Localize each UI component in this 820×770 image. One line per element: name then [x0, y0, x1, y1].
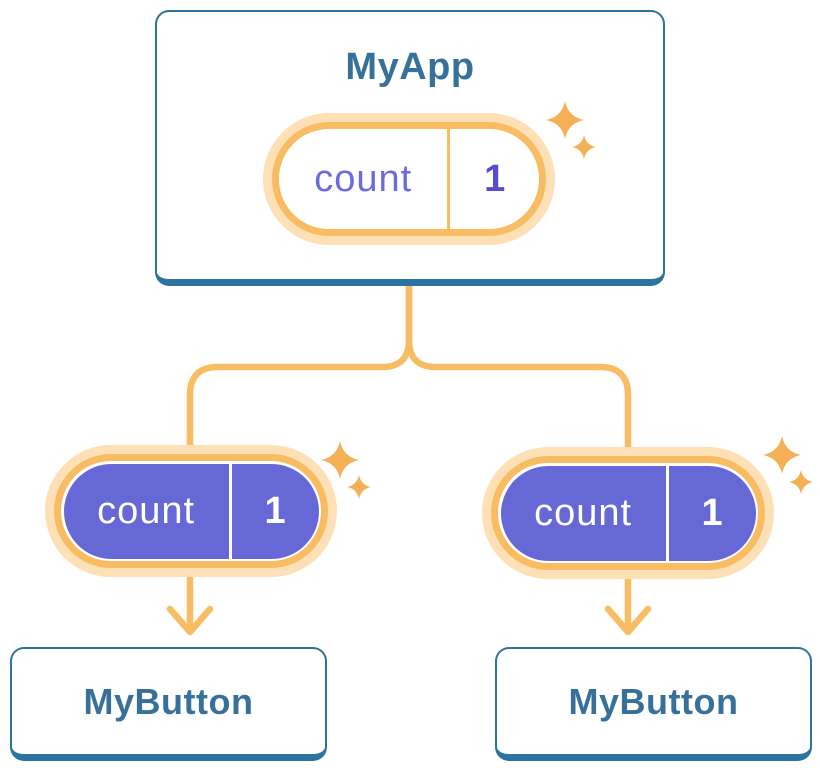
sparkle-icon	[546, 101, 596, 159]
pill-body: count 1	[498, 463, 758, 563]
pill-divider	[447, 129, 451, 229]
arrow-down-icon	[166, 605, 214, 636]
component-title: MyButton	[83, 680, 254, 722]
state-key-label: count	[97, 489, 196, 532]
component-title: MyButton	[568, 680, 739, 722]
pill-ring: count 1	[491, 456, 765, 570]
state-key-label: count	[534, 491, 633, 534]
sparkle-icon	[321, 441, 371, 499]
state-value-label: 1	[701, 491, 723, 534]
state-value-label: 1	[484, 157, 506, 200]
branch-right-line	[405, 276, 632, 474]
pill-divider	[665, 465, 669, 561]
pill-ring: count 1	[272, 122, 546, 236]
state-key-label: count	[314, 157, 413, 200]
state-pill-right: count 1	[482, 447, 774, 579]
sparkle-icon	[763, 436, 813, 494]
pill-ring: count 1	[54, 454, 328, 568]
state-pill-left: count 1	[45, 445, 337, 577]
pill-body: count 1	[279, 129, 539, 229]
component-title: MyApp	[345, 46, 475, 88]
state-pill-root: count 1	[263, 113, 555, 245]
component-card-mybutton-right: MyButton	[495, 647, 812, 761]
component-card-mybutton-left: MyButton	[10, 647, 327, 761]
state-value-label: 1	[264, 489, 286, 532]
pill-body: count 1	[61, 461, 321, 561]
branch-left-line	[186, 276, 413, 474]
arrow-down-icon	[604, 605, 652, 636]
pill-divider	[228, 463, 232, 559]
